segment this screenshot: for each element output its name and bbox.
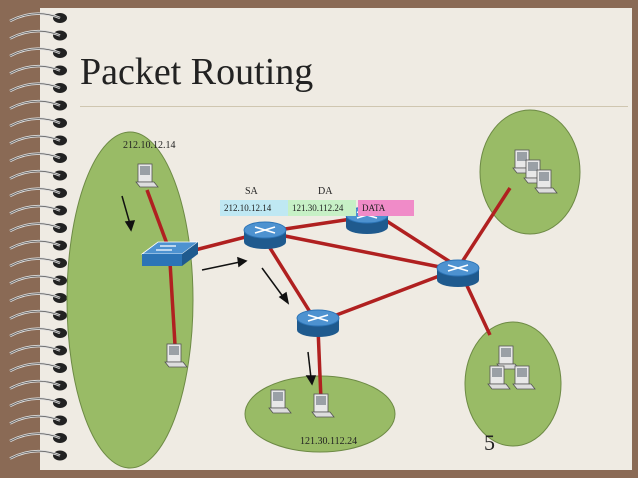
binder-ring-icon [9,12,67,23]
page-number: 5 [484,430,495,455]
binder-ring-icon [9,432,67,443]
da-header: DA [318,186,333,197]
binder-ring-icon [9,169,67,181]
dest-network-label: 121.30.112.24 [300,436,358,447]
binder-ring-icon [9,187,67,198]
binder-ring-icon [9,204,67,216]
binder-ring-icon [9,152,67,163]
computer-icon [534,169,558,194]
computer-icon [512,365,536,390]
switch-icon [140,241,200,266]
network-links [145,187,512,401]
binder-ring-icon [9,274,67,286]
binder-ring-icon [9,117,67,128]
binder-ring-icon [9,309,67,321]
binder-ring-icon [9,82,67,93]
router-1-icon [243,221,287,249]
computer-icon [496,345,520,370]
binder-ring-icon [9,47,67,58]
title-divider [80,106,628,107]
computer-icon [487,365,511,390]
binder-ring-icon [9,449,67,461]
binder-ring-icon [9,257,67,268]
computer-icon [164,343,188,368]
flow-arrows [121,195,317,386]
binder-ring-icon [9,292,67,303]
computer-icon [311,393,335,418]
router-3-icon [296,309,340,337]
source-network-label: 212.10.12.14 [123,140,176,151]
binder-ring-icon [9,64,67,76]
binder-ring-icon [9,239,67,251]
router-4-icon [436,259,480,287]
slide-title: Packet Routing [80,51,314,93]
binder-ring-icon [9,29,67,41]
source-network-ellipse [66,131,194,469]
computer-icon [135,163,159,188]
binder-ring-icon [9,397,67,408]
binder-ring-icon [9,327,67,338]
binder-ring-icon [9,362,67,373]
binder-ring-icon [9,379,67,391]
binder-ring-icon [9,344,67,356]
packet-destination-address: 121.30.112.24 [288,200,356,216]
sa-header: SA [245,186,258,197]
binder-ring-icon [9,134,67,146]
packet-source-address: 212.10.12.14 [220,200,288,216]
packet-data: DATA [358,200,414,216]
binder-ring-icon [9,414,67,426]
binder-ring-icon [9,99,67,111]
computer-icon [268,389,292,414]
binder-ring-icon [9,222,67,233]
